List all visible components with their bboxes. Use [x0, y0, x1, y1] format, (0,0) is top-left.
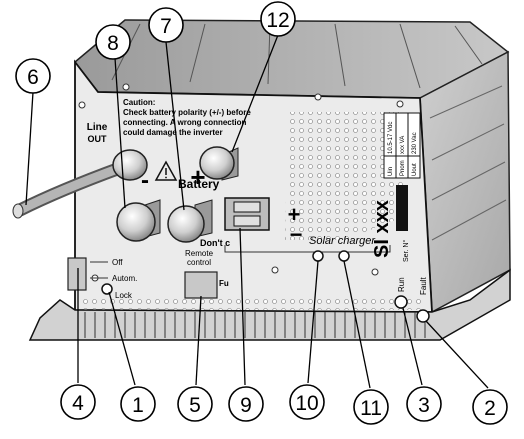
switch-autom-label: Autom.	[112, 274, 137, 283]
spec-header-1: Uin	[388, 167, 394, 176]
svg-text:11: 11	[360, 397, 382, 420]
solar-connector	[224, 197, 270, 231]
warning-icon	[154, 160, 178, 181]
svg-text:7: 7	[160, 15, 172, 38]
remote-port	[184, 271, 218, 299]
model-label: SI xxx	[371, 200, 393, 258]
fault-led	[416, 309, 430, 323]
line-out-label-2: OUT	[88, 134, 108, 144]
callout-8: 8	[95, 24, 131, 60]
line-out-label-1: Line	[87, 122, 108, 133]
solar-led-2	[338, 250, 350, 262]
callout-12: 12	[260, 1, 296, 37]
svg-text:8: 8	[107, 32, 119, 55]
spec-header-3: Uout	[412, 163, 418, 176]
callout-9: 9	[228, 386, 264, 422]
lock-led	[101, 283, 113, 295]
svg-text:6: 6	[27, 66, 39, 89]
switch-lock-label: Lock	[115, 291, 133, 300]
serial-label: Ser. N°	[402, 240, 410, 262]
solar-plus-sign: +	[288, 202, 301, 227]
callout-10: 10	[289, 384, 325, 420]
svg-text:9: 9	[240, 394, 252, 417]
battery-positive-terminal	[167, 199, 213, 243]
caution-line-3: could damage the inverter	[123, 128, 223, 137]
callout-1: 1	[120, 386, 156, 422]
callout-3: 3	[406, 386, 442, 422]
callout-5: 5	[177, 386, 213, 422]
spec-value-1: 10.5-17 Vdc	[388, 122, 394, 154]
caution-title: Caution:	[123, 98, 155, 107]
battery-minus-sign: -	[141, 167, 149, 194]
run-led	[394, 295, 408, 309]
screw	[371, 268, 379, 276]
callout-6: 6	[15, 58, 51, 94]
screw	[314, 93, 322, 101]
solar-led-1	[312, 250, 324, 262]
solar-charger-label: Solar charger	[309, 235, 376, 247]
spec-header-2: Pnom	[400, 160, 406, 176]
callout-4: 4	[60, 384, 96, 420]
screw	[78, 101, 86, 109]
heatsink-side	[419, 50, 511, 314]
bottom-vents	[80, 296, 425, 310]
svg-text:5: 5	[189, 394, 201, 417]
svg-text:4: 4	[72, 392, 84, 415]
screw	[396, 100, 404, 108]
fault-label: Fault	[419, 276, 428, 295]
switch-off-label: Off	[112, 258, 123, 267]
run-label: Run	[397, 277, 406, 292]
spec-value-3: 230 Vac	[412, 132, 418, 154]
svg-text:10: 10	[295, 392, 318, 415]
model-black-bar	[396, 185, 408, 231]
svg-text:3: 3	[418, 394, 430, 417]
callout-2: 2	[472, 389, 508, 425]
battery-label: Battery	[178, 177, 220, 191]
cable-end	[12, 203, 24, 219]
caution-line-2: connecting. A wrong connection	[123, 118, 247, 127]
svg-text:2: 2	[484, 397, 496, 420]
caution-line-1: Check battery polarity (+/-) before	[123, 108, 251, 117]
fuse-label: Fu	[219, 279, 229, 288]
mode-switch	[67, 257, 113, 295]
mounting-base	[28, 268, 511, 341]
battery-negative-terminal	[116, 199, 161, 242]
vent-grid	[285, 112, 408, 240]
screw	[271, 266, 279, 274]
screw	[122, 83, 130, 91]
solar-minus-sign: −	[290, 222, 303, 247]
remote-label-2: control	[187, 258, 211, 267]
svg-text:12: 12	[266, 9, 289, 32]
solar-bracket	[224, 245, 391, 253]
leader-lines	[25, 34, 489, 389]
remote-label-1: Remote	[185, 249, 214, 258]
spec-plate	[383, 112, 421, 179]
svg-text:1: 1	[132, 394, 144, 417]
dont-text: Don't c	[200, 238, 230, 248]
callout-7: 7	[148, 7, 184, 43]
callout-11: 11	[353, 389, 389, 425]
spec-value-2: xxx VA	[400, 136, 406, 154]
